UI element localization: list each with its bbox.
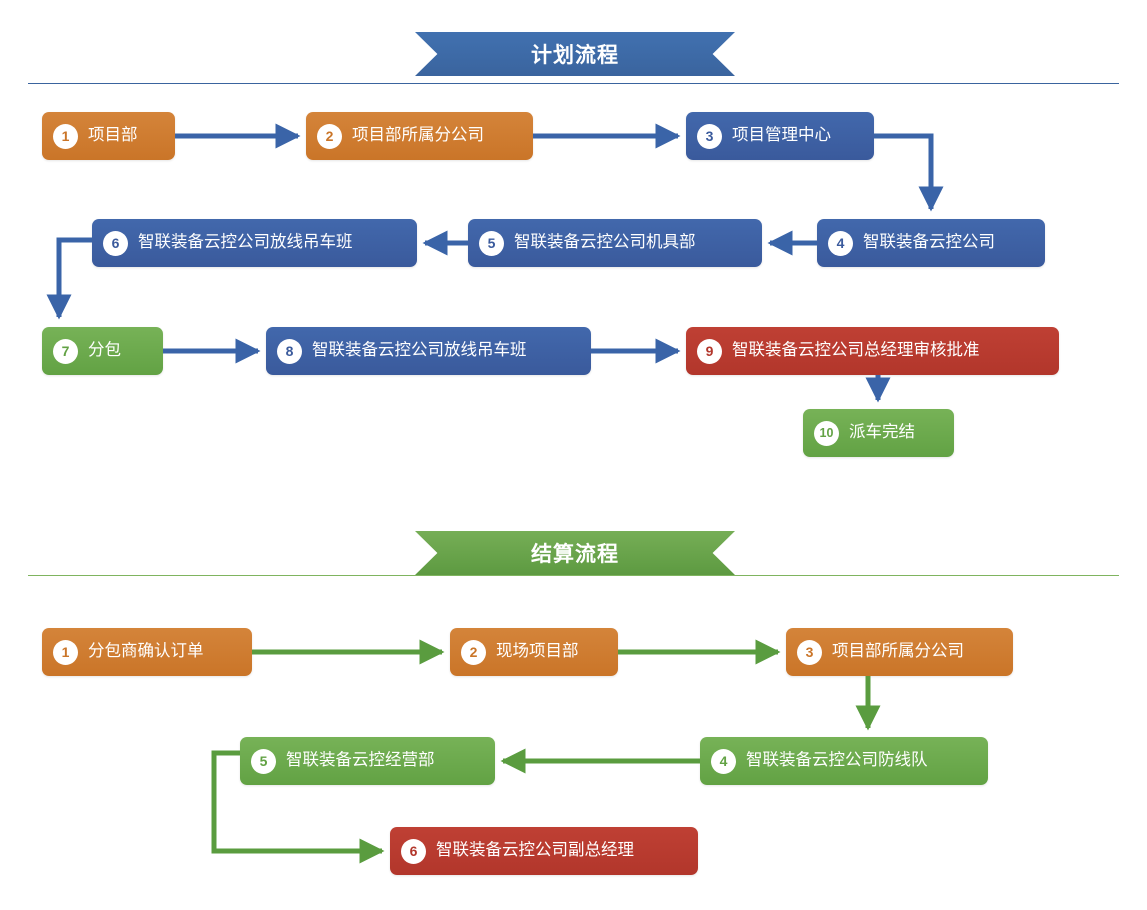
banner-divider-plan <box>28 83 1119 84</box>
node-badge: 2 <box>317 123 342 149</box>
node-settle-6[interactable]: 6 智联装备云控公司副总经理 <box>390 827 698 875</box>
node-settle-2[interactable]: 2 现场项目部 <box>450 628 618 676</box>
node-label: 智联装备云控公司放线吊车班 <box>312 341 527 360</box>
edge-plan-3-4 <box>874 133 944 212</box>
node-label: 智联装备云控公司机具部 <box>514 233 696 252</box>
node-settle-3[interactable]: 3 项目部所属分公司 <box>786 628 1013 676</box>
node-settle-1[interactable]: 1 分包商确认订单 <box>42 628 252 676</box>
node-badge: 10 <box>814 420 839 446</box>
node-plan-1[interactable]: 1 项目部 <box>42 112 175 160</box>
edge-plan-6-7 <box>46 237 92 320</box>
node-badge: 1 <box>53 639 78 665</box>
section-banner-plan: 计划流程 <box>415 32 735 76</box>
node-label: 智联装备云控公司副总经理 <box>436 841 634 860</box>
node-label: 智联装备云控公司防线队 <box>746 751 928 770</box>
node-label: 项目管理中心 <box>732 126 831 145</box>
node-plan-4[interactable]: 4 智联装备云控公司 <box>817 219 1045 267</box>
node-badge: 4 <box>828 230 853 256</box>
banner-settlement-label: 结算流程 <box>415 531 735 575</box>
node-label: 分包商确认订单 <box>88 642 204 661</box>
node-label: 项目部所属分公司 <box>832 642 964 661</box>
node-label: 智联装备云控公司放线吊车班 <box>138 233 353 252</box>
node-badge: 2 <box>461 639 486 665</box>
banner-divider-settlement <box>28 575 1119 576</box>
node-label: 智联装备云控公司 <box>863 233 995 252</box>
node-label: 项目部所属分公司 <box>352 126 484 145</box>
node-plan-7[interactable]: 7 分包 <box>42 327 163 375</box>
section-banner-settlement: 结算流程 <box>415 531 735 575</box>
node-label: 现场项目部 <box>496 642 579 661</box>
node-plan-2[interactable]: 2 项目部所属分公司 <box>306 112 533 160</box>
node-plan-10[interactable]: 10 派车完结 <box>803 409 954 457</box>
node-plan-9[interactable]: 9 智联装备云控公司总经理审核批准 <box>686 327 1059 375</box>
node-plan-3[interactable]: 3 项目管理中心 <box>686 112 874 160</box>
node-plan-6[interactable]: 6 智联装备云控公司放线吊车班 <box>92 219 417 267</box>
node-badge: 3 <box>797 639 822 665</box>
node-settle-5[interactable]: 5 智联装备云控经营部 <box>240 737 495 785</box>
node-label: 项目部 <box>88 126 138 145</box>
node-label: 智联装备云控经营部 <box>286 751 435 770</box>
node-badge: 6 <box>103 230 128 256</box>
node-settle-4[interactable]: 4 智联装备云控公司防线队 <box>700 737 988 785</box>
node-badge: 3 <box>697 123 722 149</box>
node-plan-5[interactable]: 5 智联装备云控公司机具部 <box>468 219 762 267</box>
node-badge: 7 <box>53 338 78 364</box>
node-badge: 5 <box>479 230 504 256</box>
node-badge: 5 <box>251 748 276 774</box>
node-badge: 8 <box>277 338 302 364</box>
node-badge: 6 <box>401 838 426 864</box>
node-badge: 9 <box>697 338 722 364</box>
node-label: 派车完结 <box>849 423 915 442</box>
node-plan-8[interactable]: 8 智联装备云控公司放线吊车班 <box>266 327 591 375</box>
node-badge: 4 <box>711 748 736 774</box>
node-badge: 1 <box>53 123 78 149</box>
node-label: 智联装备云控公司总经理审核批准 <box>732 341 980 360</box>
banner-plan-label: 计划流程 <box>415 32 735 76</box>
node-label: 分包 <box>88 341 121 360</box>
